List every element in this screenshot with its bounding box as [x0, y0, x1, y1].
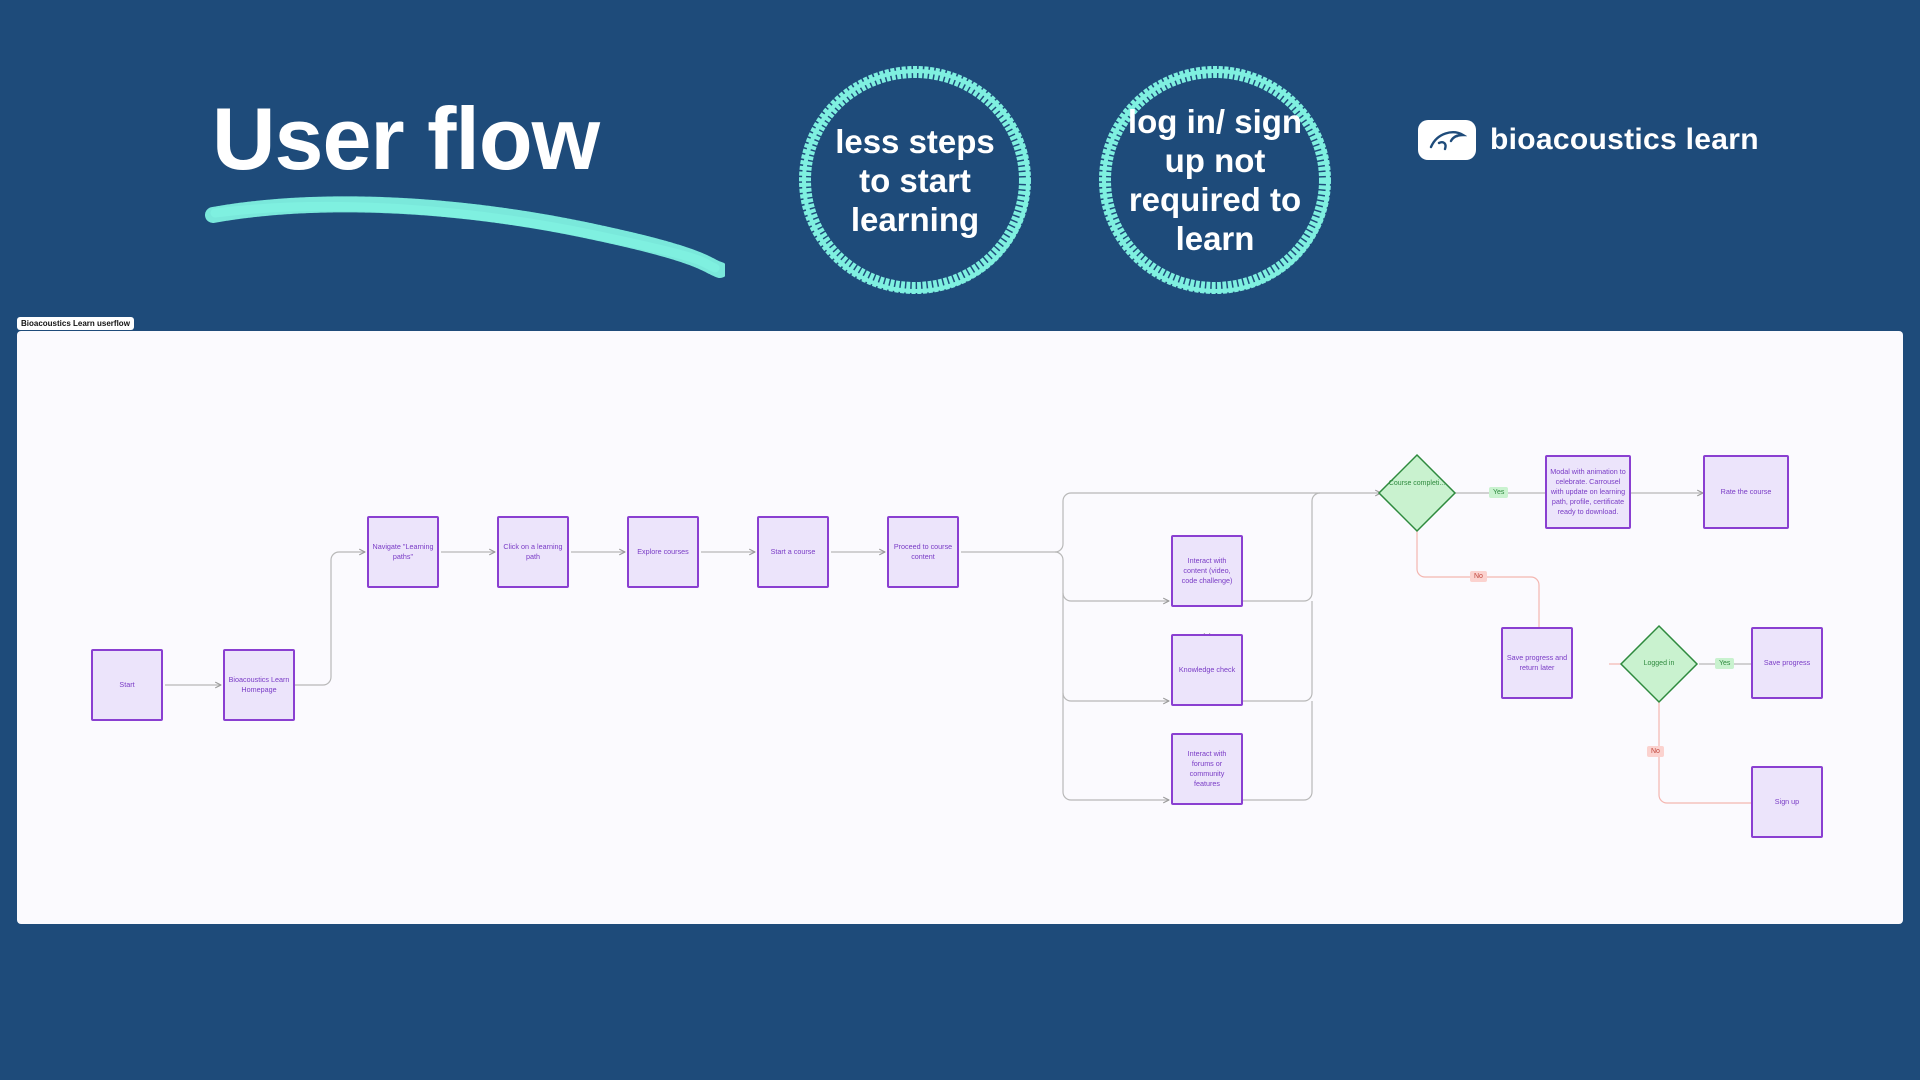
badge-login-not-required: log in/ sign up not required to learn	[1127, 103, 1303, 257]
flow-canvas[interactable]: Start Bioacoustics Learn Homepage Naviga…	[17, 331, 1903, 924]
brand-name: bioacoustics learn	[1490, 123, 1759, 156]
edge-label-complete-no: No	[1470, 571, 1487, 582]
edge-label-complete-yes: Yes	[1489, 487, 1509, 498]
decision-course-complete	[1377, 453, 1457, 533]
decision-logged-in-label: Logged in	[1643, 660, 1675, 667]
node-navigate-learning-paths[interactable]: Navigate "Learning paths"	[367, 516, 439, 588]
node-sign-up[interactable]: Sign up	[1751, 766, 1823, 838]
node-interact-forums[interactable]: Interact with forums or community featur…	[1171, 733, 1243, 805]
node-start-course[interactable]: Start a course	[757, 516, 829, 588]
node-homepage[interactable]: Bioacoustics Learn Homepage	[223, 649, 295, 721]
brand: bioacoustics learn	[1418, 120, 1759, 160]
node-save-progress[interactable]: Save progress	[1751, 627, 1823, 699]
node-celebration-modal[interactable]: Modal with animation to celebrate. Carro…	[1545, 455, 1631, 529]
dolphin-icon	[1418, 120, 1476, 160]
node-proceed-content[interactable]: Proceed to course content	[887, 516, 959, 588]
decision-logged-in	[1619, 624, 1699, 704]
badge-circle-2	[1099, 66, 1331, 294]
edge-label-logged-yes: Yes	[1715, 658, 1735, 669]
node-start[interactable]: Start	[91, 649, 163, 721]
node-rate-course[interactable]: Rate the course	[1703, 455, 1789, 529]
node-click-learning-path[interactable]: Click on a learning path	[497, 516, 569, 588]
edge-label-logged-no: No	[1647, 746, 1664, 757]
node-knowledge-check[interactable]: Knowledge check	[1171, 634, 1243, 706]
node-explore-courses[interactable]: Explore courses	[627, 516, 699, 588]
node-interact-content[interactable]: Interact with content (video, code chall…	[1171, 535, 1243, 607]
underline-scribble	[205, 196, 725, 278]
badge-less-steps: less steps to start learning	[835, 122, 995, 238]
connectors	[165, 453, 1781, 804]
page-title: User flow	[212, 89, 600, 188]
decision-course-complete-label: Course completi...	[1388, 480, 1446, 487]
node-save-return[interactable]: Save progress and return later	[1501, 627, 1573, 699]
frame-label[interactable]: Bioacoustics Learn userflow	[17, 317, 134, 330]
badge-circle-1	[799, 66, 1031, 294]
